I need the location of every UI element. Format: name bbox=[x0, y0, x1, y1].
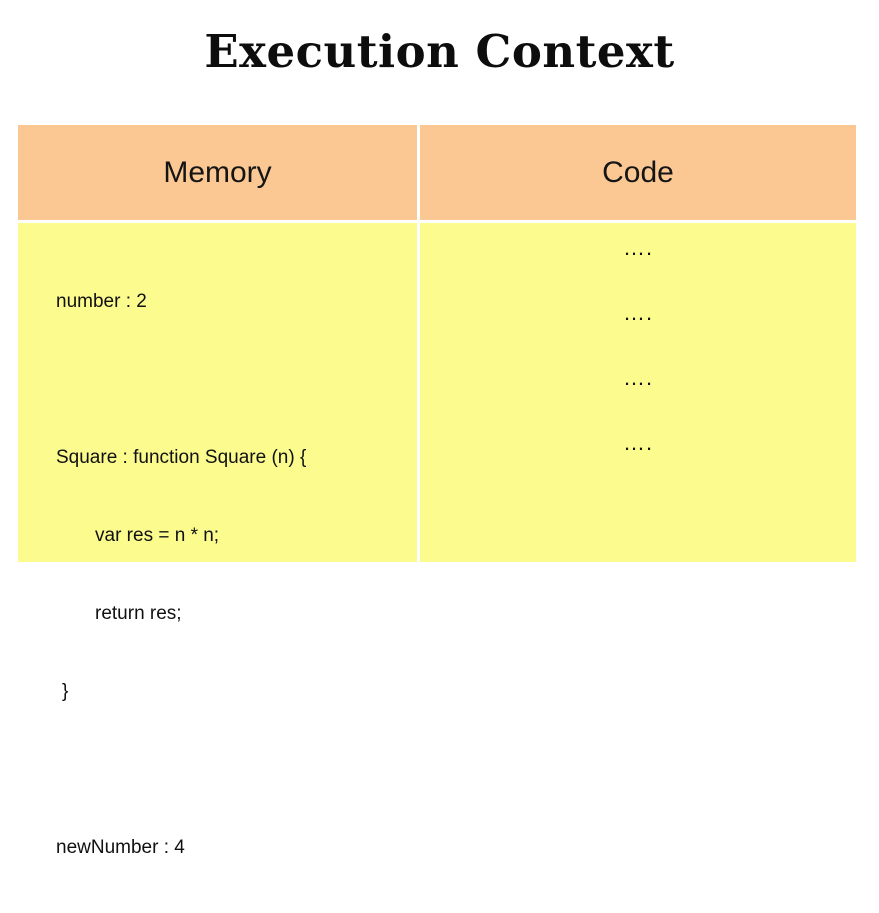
column-header-memory: Memory bbox=[18, 125, 417, 220]
memory-line-blank-2 bbox=[56, 757, 411, 783]
code-line-3: …. bbox=[622, 365, 654, 390]
page-title: Execution Context bbox=[204, 25, 675, 78]
table-body-row: number : 2 Square : function Square (n) … bbox=[18, 223, 856, 858]
memory-line-close-brace: } bbox=[62, 681, 69, 702]
header-body-divider bbox=[18, 220, 856, 223]
table-header-row: Memory Code bbox=[18, 125, 856, 220]
code-cell: …. …. …. …. bbox=[420, 223, 856, 562]
column-divider-body bbox=[417, 223, 420, 562]
memory-line-return-res: return res; bbox=[95, 603, 182, 624]
code-content: …. …. …. …. bbox=[420, 231, 856, 491]
memory-line-blank-1 bbox=[56, 367, 411, 393]
code-line-1: …. bbox=[622, 235, 654, 260]
column-divider-header bbox=[417, 125, 420, 220]
memory-line-square-decl: Square : function Square (n) { bbox=[56, 447, 307, 468]
memory-line-number: number : 2 bbox=[56, 291, 147, 312]
memory-content: number : 2 Square : function Square (n) … bbox=[56, 237, 411, 913]
code-line-2: …. bbox=[622, 300, 654, 325]
memory-line-var-res: var res = n * n; bbox=[95, 525, 220, 546]
column-header-code: Code bbox=[420, 125, 856, 220]
execution-context-table: Memory Code number : 2 Square : function… bbox=[18, 125, 856, 858]
code-line-4: …. bbox=[622, 430, 654, 455]
memory-line-new-number: newNumber : 4 bbox=[56, 837, 185, 858]
memory-cell: number : 2 Square : function Square (n) … bbox=[18, 223, 417, 858]
